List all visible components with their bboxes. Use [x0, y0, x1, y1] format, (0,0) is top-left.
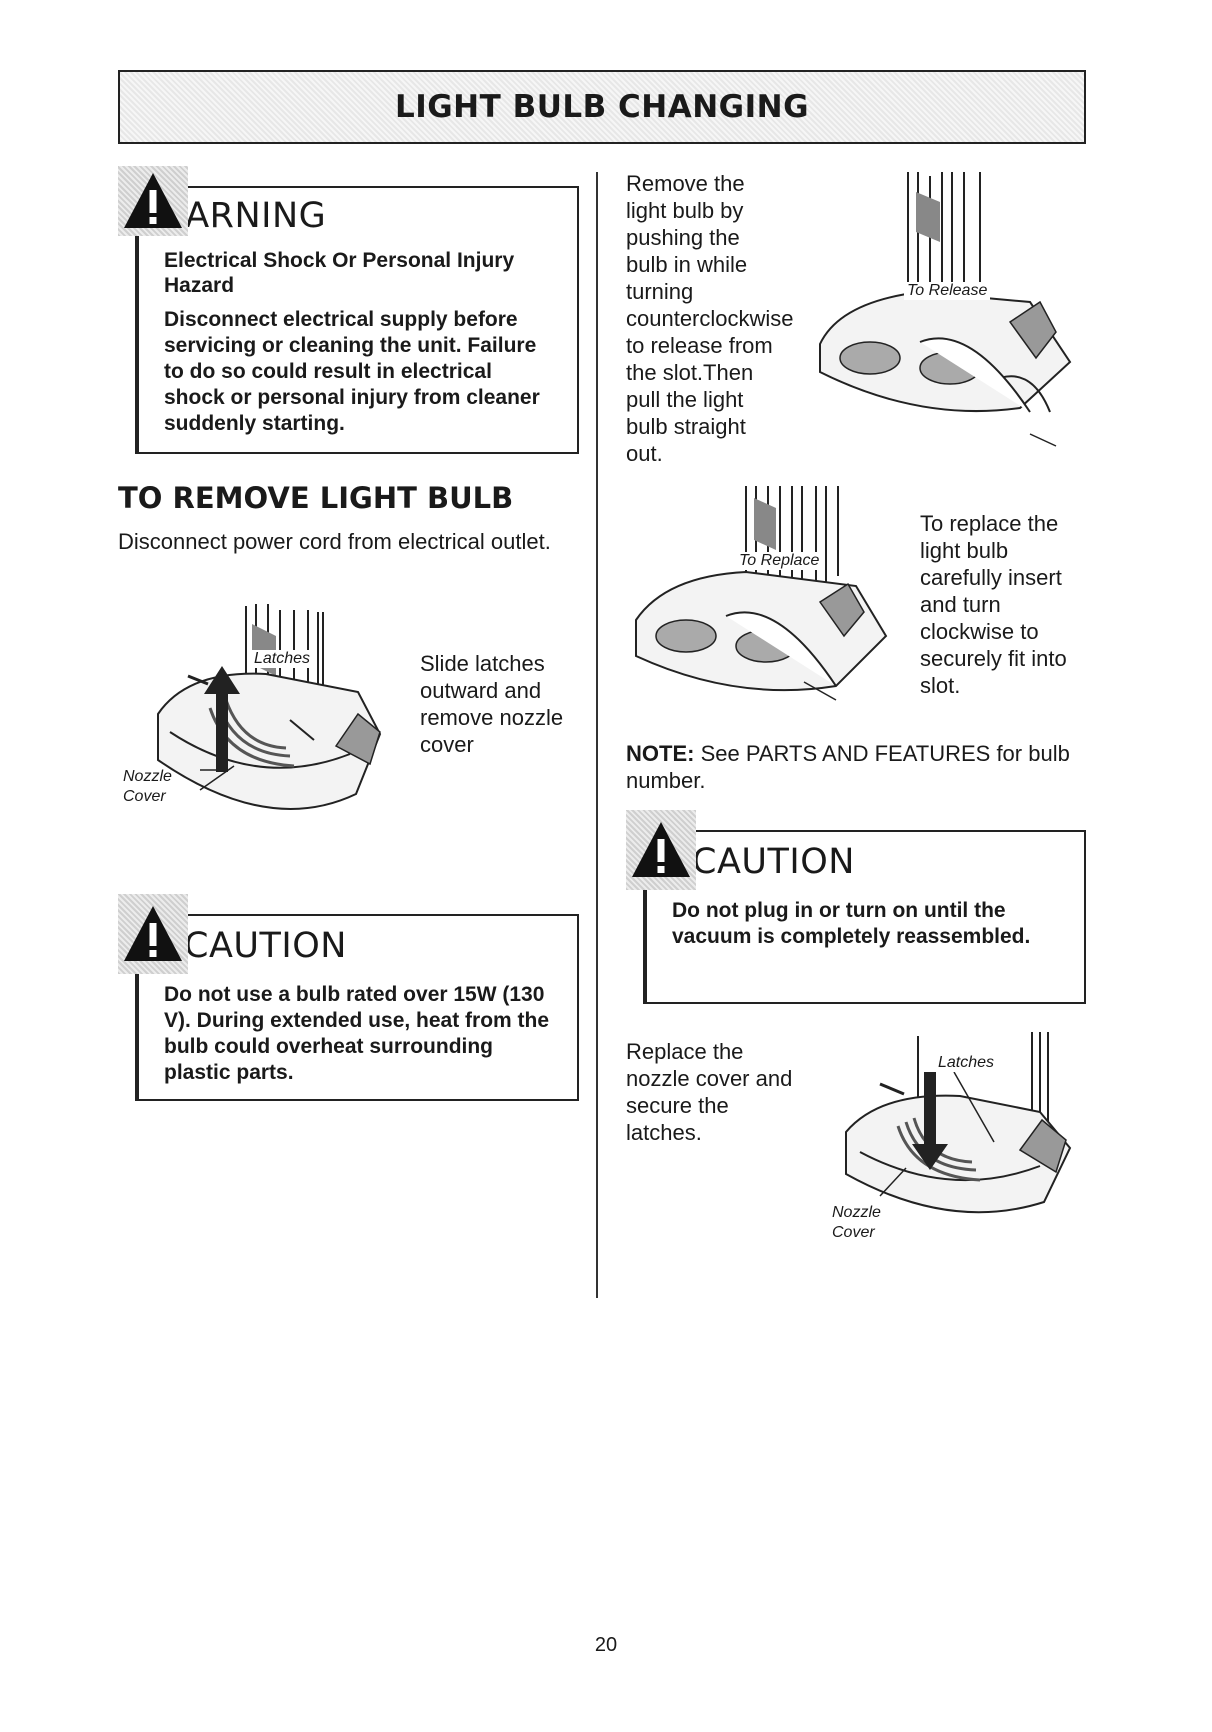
reassemble-latches-label: Latches — [936, 1054, 997, 1072]
caution-left-triangle-icon — [118, 894, 188, 974]
remove-heading: TO REMOVE LIGHT BULB — [118, 481, 514, 515]
release-illustration: To Release — [800, 172, 1086, 452]
warning-box: WARNING Electrical Shock Or Personal Inj… — [135, 186, 579, 454]
section-title: LIGHT BULB CHANGING — [394, 89, 810, 125]
note-body: See PARTS AND FEATURES for bulb number. — [626, 741, 1070, 793]
caution-box-left: CAUTION Do not use a bulb rated over 15W… — [135, 914, 579, 1101]
caution-left-body: Do not use a bulb rated over 15W (130 V)… — [164, 983, 550, 1084]
warning-subtitle: Electrical Shock Or Personal Injury Haza… — [164, 249, 515, 297]
reassemble-text-content: Replace the nozzle cover and secure the … — [626, 1039, 793, 1145]
caution-left-title: CAUTION — [184, 926, 347, 966]
nozzle-label: Nozzle — [123, 768, 172, 785]
replace-text-content: To replace the light bulb carefully inse… — [920, 511, 1067, 698]
column-divider — [596, 172, 598, 1298]
caution-right-body: Do not plug in or turn on until the vacu… — [672, 899, 1031, 948]
caution-right-triangle-icon — [626, 810, 696, 890]
reassemble-text: Replace the nozzle cover and secure the … — [626, 1038, 806, 1146]
to-release-label: To Release — [904, 282, 991, 300]
reassemble-cover-label: Cover — [832, 1224, 875, 1241]
release-text: Remove the light bulb by pushing the bul… — [626, 170, 794, 467]
latches-label: Latches — [252, 650, 313, 668]
reassemble-nozzle-label: Nozzle — [832, 1204, 881, 1221]
slide-latches-text-content: Slide latches outward and remove nozzle … — [420, 651, 564, 757]
caution-box-right: CAUTION Do not plug in or turn on until … — [643, 830, 1086, 1004]
nozzle-removal-illustration: Latches Nozzle Cover — [118, 604, 398, 824]
warning-triangle-icon — [118, 166, 188, 236]
remove-intro: Disconnect power cord from electrical ou… — [118, 528, 558, 555]
warning-body: Disconnect electrical supply before serv… — [164, 308, 540, 435]
note-text: NOTE: See PARTS AND FEATURES for bulb nu… — [626, 740, 1082, 794]
warning-title: WARNING — [152, 196, 327, 236]
remove-intro-text: Disconnect power cord from electrical ou… — [118, 529, 551, 554]
release-text-content: Remove the light bulb by pushing the bul… — [626, 171, 794, 466]
replace-text: To replace the light bulb carefully inse… — [920, 510, 1085, 699]
slide-latches-text: Slide latches outward and remove nozzle … — [420, 650, 570, 758]
note-paragraph: NOTE: See PARTS AND FEATURES for bulb nu… — [626, 740, 1082, 794]
replace-illustration: To Replace — [626, 486, 906, 714]
to-replace-label: To Replace — [736, 552, 823, 570]
page-number: 20 — [594, 1634, 618, 1656]
reassemble-illustration: Latches Nozzle Cover — [820, 1032, 1086, 1262]
cover-label: Cover — [123, 788, 166, 805]
section-header: LIGHT BULB CHANGING — [118, 70, 1086, 144]
caution-right-title: CAUTION — [692, 842, 855, 882]
note-prefix: NOTE: — [626, 741, 695, 766]
